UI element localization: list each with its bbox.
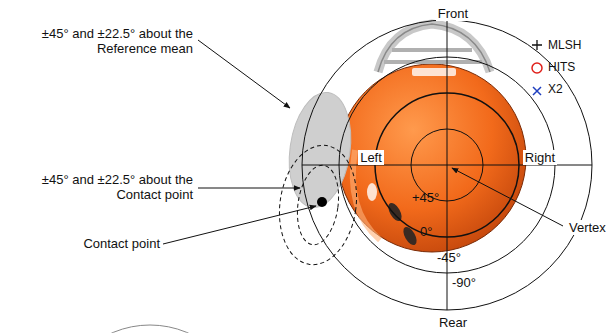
leader-lines <box>163 40 563 244</box>
legend-markers <box>532 40 542 95</box>
ring-label: -45° <box>437 250 461 265</box>
contact-regions <box>272 140 364 269</box>
callout-text: Contact point <box>83 236 160 251</box>
neighbour-plot-arcs <box>55 270 613 333</box>
ring-label: +45° <box>412 190 439 205</box>
callout-text: ±45° and ±22.5° about the Reference mean <box>23 26 193 56</box>
contact-point-dot <box>317 197 327 207</box>
legend-text: MLSH <box>548 38 581 52</box>
legend-text: HITS <box>548 60 575 74</box>
direction-label: Front <box>436 6 470 21</box>
direction-label: Left <box>358 150 384 165</box>
callout-text: ±45° and ±22.5° about the Contact point <box>23 172 193 202</box>
polar-grid <box>302 20 592 310</box>
legend-text: X2 <box>548 82 563 96</box>
ring-label: -90° <box>452 275 476 290</box>
direction-label: Rear <box>437 315 469 330</box>
reference-region <box>282 88 358 211</box>
direction-label: Right <box>523 150 557 165</box>
callout-text: Vertex <box>567 220 608 235</box>
ring-label: 0° <box>420 224 432 239</box>
